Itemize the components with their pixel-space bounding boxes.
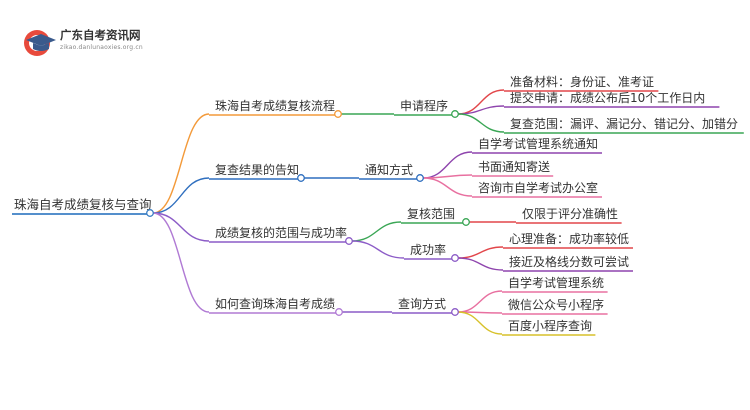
child-node-dot-4-1: [451, 308, 459, 316]
leaf-label-2-1-3: 咨询市自学考试办公室: [478, 180, 598, 195]
graduation-cap-icon: [24, 30, 56, 56]
branch-label-2: 复查结果的告知: [215, 162, 299, 177]
site-title: 广东自考资讯网: [60, 28, 141, 42]
leaf-edge-3-2-2: [457, 257, 504, 271]
leaf-edge-1-1-3: [457, 113, 505, 133]
branch-label-4: 如何查询珠海自考成绩: [215, 296, 335, 311]
leaf-label-4-1-1: 自学考试管理系统: [508, 275, 604, 290]
child-edge-3-1: [351, 221, 402, 242]
leaf-label-3-1-1: 仅限于评分准确性: [522, 207, 618, 221]
child-label-4-1: 查询方式: [398, 296, 446, 311]
leaf-label-3-2-2: 接近及格线分数可尝试: [509, 254, 629, 269]
leaf-label-1-1-2: 提交申请：成绩公布后10个工作日内: [510, 90, 705, 105]
branch-node-dot-3: [345, 237, 353, 245]
branch-node-dot-4: [335, 308, 343, 316]
branch-node-dot-2: [297, 174, 305, 182]
branch-edge-4: [152, 212, 210, 313]
root-node-dot: [146, 209, 154, 217]
branch-edge-2: [152, 177, 210, 214]
branch-edge-1: [152, 113, 210, 214]
leaf-edge-3-2-1: [457, 246, 504, 259]
leaf-label-4-1-2: 微信公众号小程序: [508, 297, 604, 312]
child-node-dot-2-1: [416, 174, 424, 182]
site-subtitle: zikao.danlunaoxies.org.cn: [60, 44, 143, 51]
leaf-label-4-1-3: 百度小程序查询: [508, 318, 592, 333]
root-label: 珠海自考成绩复核与查询: [14, 197, 152, 212]
child-node-dot-1-1: [451, 110, 459, 118]
branch-label-3: 成绩复核的范围与成功率: [215, 225, 347, 240]
leaf-label-2-1-2: 书面通知寄送: [478, 159, 550, 174]
child-label-1-1: 申请程序: [400, 98, 448, 113]
child-label-3-2: 成功率: [410, 242, 446, 257]
site-logo: 广东自考资讯网 zikao.danlunaoxies.org.cn: [22, 26, 192, 60]
branch-node-dot-1: [334, 110, 342, 118]
leaf-label-3-2-1: 心理准备：成功率较低: [509, 231, 629, 246]
leaf-label-1-1-1: 准备材料：身份证、准考证: [510, 74, 654, 89]
branch-label-1: 珠海自考成绩复核流程: [215, 98, 335, 113]
leaf-edge-4-1-1: [457, 290, 503, 313]
child-label-3-1: 复核范围: [407, 207, 455, 221]
leaf-edge-4-1-3: [457, 311, 503, 335]
leaf-edge-2-1-3: [422, 177, 473, 197]
branch-edge-3: [152, 212, 210, 242]
child-edge-3-2: [351, 240, 405, 259]
child-node-dot-3-1: [462, 218, 470, 226]
leaf-label-1-1-3: 复查范围：漏评、漏记分、错记分、加错分: [510, 117, 738, 131]
child-node-dot-3-2: [451, 254, 459, 262]
leaf-label-2-1-1: 自学考试管理系统通知: [478, 136, 598, 151]
child-label-2-1: 通知方式: [365, 162, 413, 177]
leaf-edge-2-1-1: [422, 151, 473, 179]
